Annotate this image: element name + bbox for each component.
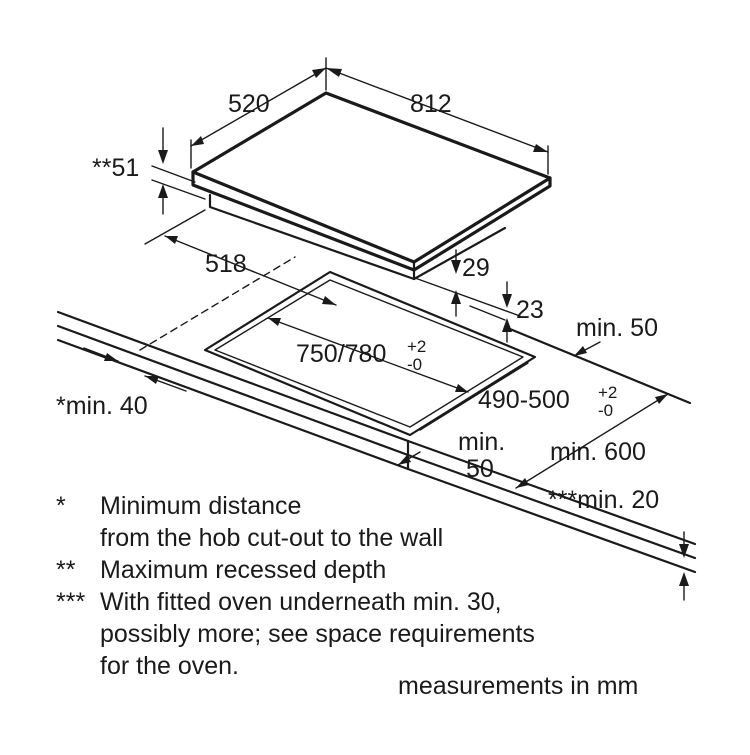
note-3-line-1: With fitted oven underneath min. 30, [100, 588, 502, 616]
label-cutout-depth-tol-down: -0 [598, 401, 613, 420]
label-hob-depth: 520 [228, 90, 270, 118]
arrow-20-bottom [679, 572, 689, 586]
label-hob-width: 812 [410, 90, 452, 118]
note-2-line-1: Maximum recessed depth [100, 556, 386, 584]
label-inner-depth: 518 [205, 250, 247, 278]
dim-line-750 [267, 317, 469, 393]
label-front-clearance-top: min. [458, 428, 505, 456]
dimension-lines [83, 57, 685, 601]
note-3-marker: *** [56, 588, 85, 616]
arrow-40-left [104, 353, 118, 361]
ext-line-518 [144, 209, 206, 245]
cutout-inner-outline [214, 279, 524, 428]
label-rear-clearance: min. 50 [576, 314, 658, 342]
arrow-520-top [312, 68, 326, 78]
arrowheads [104, 68, 689, 586]
note-3-line-3: for the oven. [100, 652, 239, 680]
arrow-23-bottom [502, 318, 512, 332]
note-3-line-2: possibly more; see space requirements [100, 620, 535, 648]
label-cutout-width-tol-up: +2 [407, 337, 426, 356]
label-front-clearance-bottom: 50 [466, 455, 494, 483]
dim-line-520 [190, 67, 327, 147]
worktop [56, 256, 697, 574]
wall-line [139, 256, 296, 351]
arrow-518-left [165, 236, 178, 244]
dimension-labels: 520 812 **51 518 29 23 min. 50 750/780 +… [56, 90, 659, 514]
dim-line-518 [164, 235, 337, 306]
arrow-40-right [145, 376, 159, 384]
arrow-51-bottom [158, 184, 168, 198]
label-recess-depth: **51 [92, 154, 139, 182]
arrow-rear-50 [574, 346, 587, 356]
arrow-51-top [158, 150, 168, 164]
ext-line-51-b [151, 179, 206, 200]
label-cutout-depth: 490-500 [478, 386, 570, 414]
note-1-line-2: from the hob cut-out to the wall [100, 524, 443, 552]
dim-line-812 [325, 67, 549, 153]
hob-glass-top [191, 91, 552, 264]
label-worktop-thickness: ***min. 20 [548, 486, 659, 514]
hob-body [208, 193, 507, 281]
cutout-width-main: 750/780 [296, 340, 386, 368]
arrow-29-bottom [451, 290, 461, 304]
ext-line-490 [419, 362, 529, 431]
label-wall-distance: *min. 40 [56, 392, 148, 420]
label-cutout-width: 750/780 [296, 340, 386, 368]
arrow-600-left [516, 478, 529, 488]
arrow-518-right [322, 296, 336, 305]
label-worktop-depth: min. 600 [550, 438, 646, 466]
label-cutout-width-tol-down: -0 [407, 355, 422, 374]
label-underside-height: 23 [516, 296, 544, 324]
ext-line-51-a [151, 165, 196, 183]
arrow-520-left [191, 136, 204, 146]
note-1-line-1: Minimum distance [100, 492, 301, 520]
cutout [203, 270, 537, 437]
note-1-marker: * [56, 492, 66, 520]
arrow-750-left [268, 318, 281, 326]
units-caption: measurements in mm [398, 672, 638, 700]
arrow-29-top [451, 260, 461, 274]
dim-line-600 [515, 393, 669, 489]
label-cutout-depth-tol-up: +2 [598, 383, 617, 402]
arrow-750-right [455, 384, 468, 392]
arrow-812-top [326, 68, 342, 77]
arrow-812-right [533, 144, 548, 152]
arrow-front-50 [398, 455, 411, 465]
ext-line-29 [414, 277, 521, 317]
hob-base-edge [469, 305, 506, 321]
note-2-marker: ** [56, 556, 76, 584]
arrow-600-right [655, 394, 668, 404]
cutout-outline [203, 270, 537, 437]
notes: * Minimum distance from the hob cut-out … [56, 492, 638, 700]
worktop-rear-edge [503, 325, 692, 405]
label-glass-height: 29 [462, 254, 490, 282]
arrow-23-top [502, 294, 512, 308]
arrow-20-top [679, 544, 689, 558]
